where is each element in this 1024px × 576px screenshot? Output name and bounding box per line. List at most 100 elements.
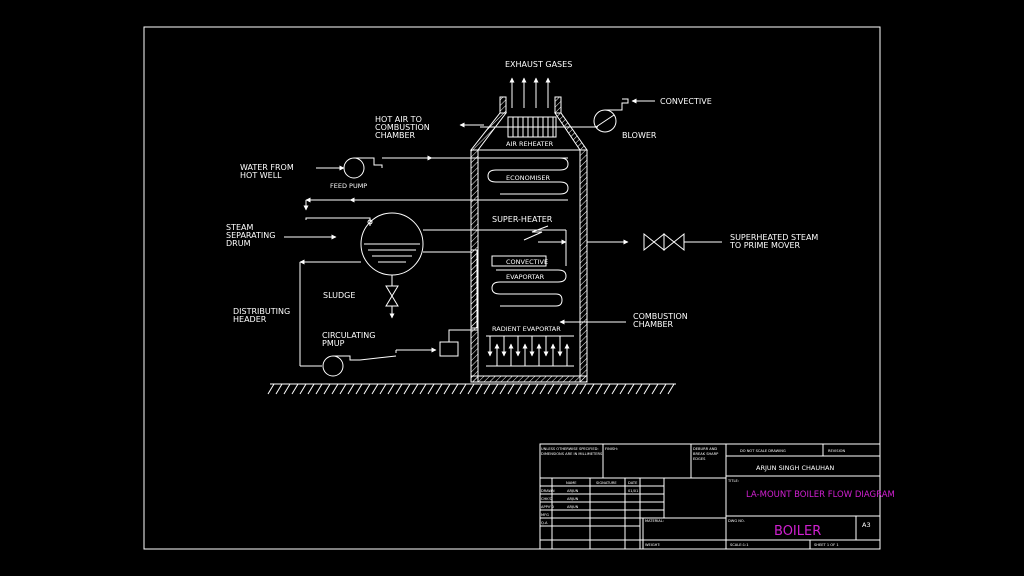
ground-hatch-tick (619, 383, 627, 395)
tb-dwg-no: DWG NO. (728, 519, 745, 523)
tb-chkd-name: ARJUN (567, 497, 579, 501)
ground-hatch-tick (403, 383, 411, 395)
ground-hatch-tick (395, 383, 403, 395)
label-superheated-2: TO PRIME MOVER (729, 241, 801, 250)
ground-hatch-tick (539, 383, 547, 395)
ground-hatch-tick (635, 383, 643, 395)
tb-dims: DIMENSIONS ARE IN MILLIMETERS (541, 452, 603, 456)
drawing-name: BOILER (774, 524, 821, 539)
convective-evaporator-coil (491, 230, 567, 307)
sludge-valve-icon (385, 275, 399, 319)
ground-hatch-tick (427, 383, 435, 395)
ground-hatch-tick (659, 383, 667, 395)
ground-hatch-tick (419, 383, 427, 395)
tb-unless: UNLESS OTHERWISE SPECIFIED: (541, 447, 599, 451)
drawing-border (143, 26, 881, 550)
ground-hatch-tick (299, 383, 307, 395)
label-hot-air-3: CHAMBER (375, 131, 416, 140)
ground-hatch-tick (435, 383, 443, 395)
tb-row-drawn: DRAWN (541, 489, 555, 493)
label-steam-3: DRUM (226, 239, 251, 248)
drawing-title: LA-MOUNT BOILER FLOW DIAGRAM (746, 490, 895, 500)
ground-hatch-tick (355, 383, 363, 395)
tb-row-mfg: MFG (541, 513, 549, 517)
down-comer (299, 259, 361, 367)
tb-deburr-3: EDGES (693, 457, 706, 461)
ground-hatch-tick (611, 383, 619, 395)
ground-hatch-tick (651, 383, 659, 395)
ground-hatch-tick (603, 383, 611, 395)
radient-evaporator (486, 335, 574, 367)
tb-revision: REVISION (828, 449, 845, 453)
ground-hatch-tick (315, 383, 323, 395)
label-super-heater: SUPER-HEATER (492, 215, 553, 224)
label-circ-2: PMUP (322, 339, 345, 348)
tb-col-date: DATE (628, 481, 638, 485)
label-economiser: ECONOMISER (506, 174, 550, 182)
ground-hatch-tick (563, 383, 571, 395)
tb-scale: SCALE:1:1 (730, 543, 749, 547)
title-block (539, 443, 881, 550)
drum-feed-line (305, 217, 371, 226)
ground-hatch-tick (443, 383, 451, 395)
label-water-2: HOT WELL (240, 171, 282, 180)
ground-hatch-tick (339, 383, 347, 395)
ground-hatch-tick (387, 383, 395, 395)
label-radient: RADIENT EVAPORTAR (492, 325, 561, 333)
tb-row-chkd: CHK'D (541, 497, 553, 501)
ground-hatch-tick (515, 383, 523, 395)
label-water-1: WATER FROM (240, 163, 294, 172)
ground-hatch-tick (379, 383, 387, 395)
tb-drawn-name: ARJUN (567, 489, 579, 493)
ground-hatch-tick (595, 383, 603, 395)
ground-hatch-tick (451, 383, 459, 395)
label-dist-2: HEADER (233, 315, 267, 324)
ground-hatch-tick (323, 383, 331, 395)
air-reheater (480, 116, 598, 138)
label-feed-pump: FEED PUMP (330, 182, 367, 190)
label-comb-1: COMBUSTION (633, 312, 688, 321)
ground-hatch-tick (459, 383, 467, 395)
label-comb-2: CHAMBER (633, 320, 674, 329)
label-air-reheater: AIR REHEATER (506, 140, 554, 148)
outlet-valve-icon (643, 232, 722, 252)
ground-hatch-tick (499, 383, 507, 395)
label-convective-1: CONVECTIVE (506, 258, 548, 266)
exhaust-arrows (509, 77, 551, 108)
ground-hatch-tick (347, 383, 355, 395)
tb-sheet: SHEET 1 OF 1 (814, 543, 839, 547)
ground-hatch-tick (411, 383, 419, 395)
ground-hatch-tick (371, 383, 379, 395)
ground-hatch-tick (547, 383, 555, 395)
ground-hatch-tick (307, 383, 315, 395)
ground-hatch-tick (483, 383, 491, 395)
tb-drawn-date: 01/01 (628, 489, 638, 493)
tb-no-scale: DO NOT SCALE DRAWING (740, 449, 786, 453)
ground-hatch-tick (555, 383, 563, 395)
ground-hatch-tick (331, 383, 339, 395)
label-exhaust: EXHAUST GASES (505, 60, 572, 69)
tb-size: A3 (862, 521, 871, 529)
tb-appvd-name: ARJUN (567, 505, 579, 509)
tb-col-signature: SIGNATURE (596, 481, 617, 485)
label-circ-1: CIRCULATING (322, 331, 375, 340)
ground-hatch-tick (643, 383, 651, 395)
ground-hatch-tick (291, 383, 299, 395)
tb-deburr-1: DEBURR AND (693, 447, 717, 451)
label-hot-air-1: HOT AIR TO (375, 115, 422, 124)
ground-hatch-tick (467, 383, 475, 395)
ground-hatch-tick (579, 383, 587, 395)
label-superheated-1: SUPERHEATED STEAM (730, 233, 818, 242)
blower-icon (593, 98, 655, 133)
ground-hatch-tick (275, 383, 283, 395)
tb-material: MATERIAL: (645, 519, 664, 523)
ground-hatch-tick (507, 383, 515, 395)
circulating-pump-icon (322, 329, 478, 377)
label-blower: BLOWER (622, 131, 657, 140)
ground-hatch-tick (283, 383, 291, 395)
boiler-shell (469, 96, 588, 383)
label-convective-in: CONVECTIVE (660, 97, 712, 106)
label-hot-air-2: COMBUSTION (375, 123, 430, 132)
ground-hatch-tick (667, 383, 675, 395)
